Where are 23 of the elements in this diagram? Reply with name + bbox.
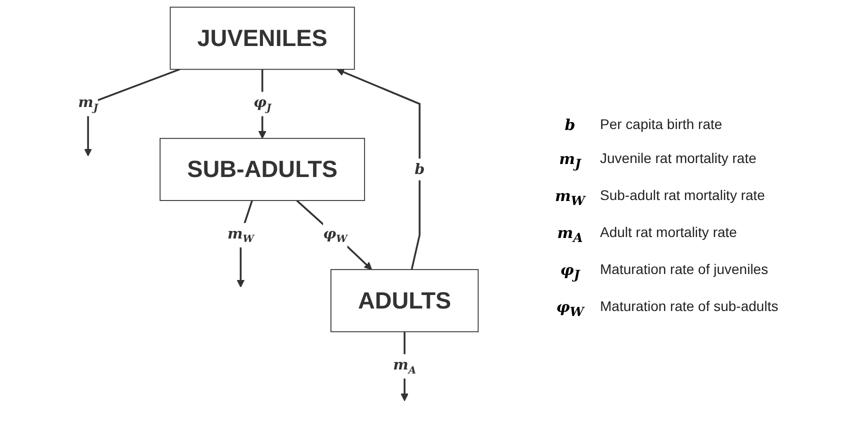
definition-text: Maturation rate of sub-adults — [600, 298, 780, 316]
edge-label: φ$_{J}$ — [254, 94, 272, 114]
node-box: SUB-ADULTS — [160, 138, 366, 201]
edge-label: m$_{A}$ — [393, 356, 416, 376]
definition-text: Maturation rate of juveniles — [600, 261, 770, 279]
symbol-label: φ$_{W}$ — [555, 298, 586, 319]
node-box: ADULTS — [330, 269, 480, 332]
definition-text: Juvenile rat mortality rate — [600, 150, 758, 168]
definition-text: Per capita birth rate — [600, 116, 724, 134]
edge-label: φ$_{W}$ — [323, 224, 348, 245]
edge-label: m$_{W}$ — [228, 224, 254, 245]
arrow — [336, 68, 421, 270]
edge-label: m$_{J}$ — [78, 94, 98, 114]
symbol-label: m$_{A}$ — [556, 224, 584, 245]
node-box: JUVENILES — [170, 6, 356, 70]
symbol-label: φ$_{J}$ — [559, 261, 582, 282]
symbol-label: m$_{J}$ — [558, 150, 582, 171]
definition-text: Sub-adult rat mortality rate — [600, 187, 766, 205]
symbol-label: b — [564, 116, 576, 134]
arrow — [296, 200, 372, 270]
edge-label: b — [414, 160, 426, 178]
definition-text: Adult rat mortality rate — [600, 224, 738, 242]
symbol-label: m$_{W}$ — [554, 187, 587, 208]
